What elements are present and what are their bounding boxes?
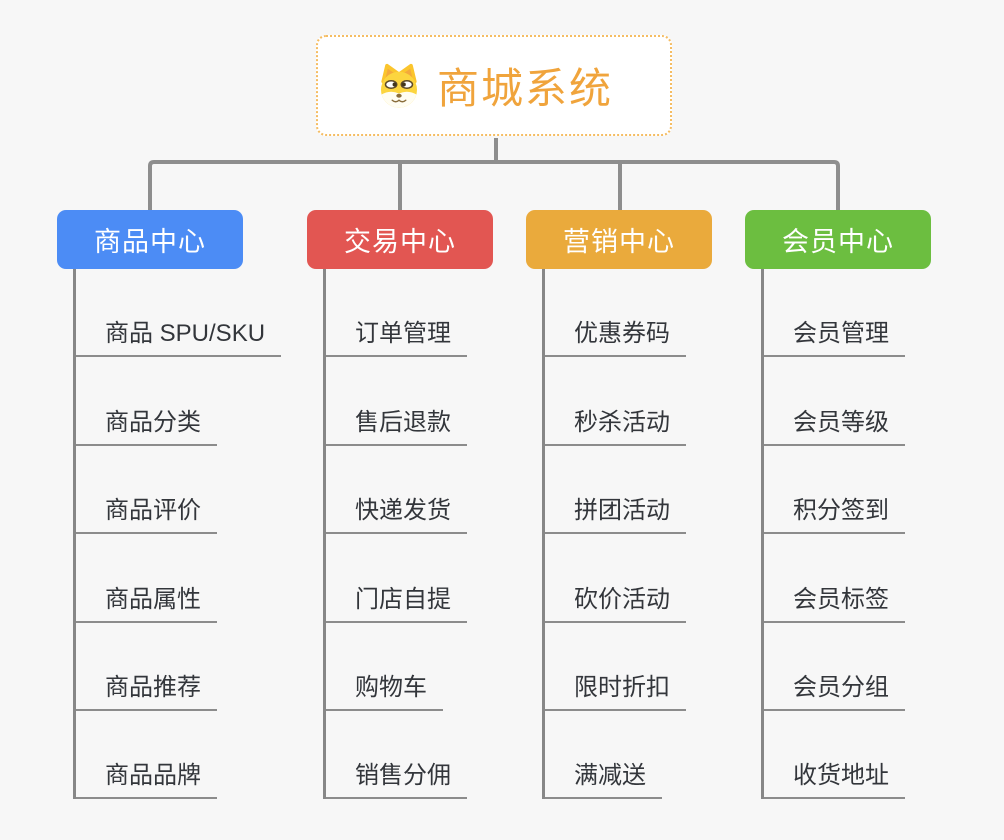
leaf-node[interactable]: 收货地址 bbox=[761, 711, 995, 800]
root-node-mall-system[interactable]: 商城系统 bbox=[316, 35, 672, 136]
leaf-label: 满减送 bbox=[542, 755, 662, 800]
leaf-label: 会员分组 bbox=[761, 667, 905, 711]
leaf-label: 商品品牌 bbox=[73, 755, 217, 800]
branch-3: 营销中心 优惠券码秒杀活动拼团活动砍价活动限时折扣满减送 bbox=[526, 210, 776, 800]
branch-header[interactable]: 会员中心 bbox=[745, 210, 931, 269]
leaf-node[interactable]: 商品品牌 bbox=[73, 711, 307, 800]
leaf-node[interactable]: 商品属性 bbox=[73, 534, 307, 623]
branch-header[interactable]: 交易中心 bbox=[307, 210, 493, 269]
leaf-label: 积分签到 bbox=[761, 490, 905, 535]
leaf-label: 优惠券码 bbox=[542, 313, 686, 358]
branch-children: 会员管理会员等级积分签到会员标签会员分组收货地址 bbox=[761, 269, 995, 800]
leaf-label: 会员等级 bbox=[761, 402, 905, 446]
leaf-node[interactable]: 商品推荐 bbox=[73, 623, 307, 711]
leaf-node[interactable]: 砍价活动 bbox=[542, 534, 776, 623]
leaf-node[interactable]: 秒杀活动 bbox=[542, 357, 776, 446]
leaf-node[interactable]: 门店自提 bbox=[323, 534, 557, 623]
leaf-node[interactable]: 购物车 bbox=[323, 623, 557, 711]
branch-children: 订单管理售后退款快递发货门店自提购物车销售分佣 bbox=[323, 269, 557, 800]
leaf-label: 拼团活动 bbox=[542, 490, 686, 535]
leaf-label: 砍价活动 bbox=[542, 579, 686, 623]
branch-trunk-line bbox=[73, 269, 76, 800]
leaf-label: 订单管理 bbox=[323, 313, 467, 358]
leaf-node[interactable]: 商品分类 bbox=[73, 357, 307, 446]
leaf-node[interactable]: 售后退款 bbox=[323, 357, 557, 446]
branch-2: 交易中心 订单管理售后退款快递发货门店自提购物车销售分佣 bbox=[307, 210, 557, 800]
branch-label: 交易中心 bbox=[344, 227, 456, 257]
branch-trunk-line bbox=[761, 269, 764, 800]
branch-label: 营销中心 bbox=[563, 227, 675, 257]
leaf-node[interactable]: 限时折扣 bbox=[542, 623, 776, 711]
leaf-node[interactable]: 商品 SPU/SKU bbox=[73, 269, 307, 358]
branch-children: 商品 SPU/SKU 商品分类商品评价商品属性商品推荐商品品牌 bbox=[73, 269, 307, 800]
leaf-label: 销售分佣 bbox=[323, 755, 467, 800]
leaf-label: 商品推荐 bbox=[73, 667, 217, 711]
dog-face-icon bbox=[375, 62, 423, 110]
leaf-node[interactable]: 会员分组 bbox=[761, 623, 995, 711]
root-node-label: 商城系统 bbox=[436, 65, 613, 112]
leaf-label: 会员管理 bbox=[761, 313, 905, 358]
leaf-label: 快递发货 bbox=[323, 490, 467, 535]
leaf-node[interactable]: 会员标签 bbox=[761, 534, 995, 623]
leaf-node[interactable]: 销售分佣 bbox=[323, 711, 557, 800]
branch-label: 商品中心 bbox=[94, 227, 206, 257]
leaf-node[interactable]: 快递发货 bbox=[323, 446, 557, 535]
leaf-label: 商品评价 bbox=[73, 490, 217, 535]
leaf-node[interactable]: 商品评价 bbox=[73, 446, 307, 535]
branch-header[interactable]: 商品中心 bbox=[57, 210, 243, 269]
leaf-label: 秒杀活动 bbox=[542, 402, 686, 446]
leaf-node[interactable]: 会员等级 bbox=[761, 357, 995, 446]
leaf-label: 购物车 bbox=[323, 667, 443, 711]
branch-label: 会员中心 bbox=[782, 227, 894, 257]
leaf-node[interactable]: 积分签到 bbox=[761, 446, 995, 535]
leaf-label: 商品分类 bbox=[73, 402, 217, 446]
branch-1: 商品中心 商品 SPU/SKU 商品分类商品评价商品属性商品推荐商品品牌 bbox=[57, 210, 307, 800]
leaf-label: 收货地址 bbox=[761, 755, 905, 800]
leaf-label: 会员标签 bbox=[761, 579, 905, 623]
leaf-node[interactable]: 优惠券码 bbox=[542, 269, 776, 358]
branch-children: 优惠券码秒杀活动拼团活动砍价活动限时折扣满减送 bbox=[542, 269, 776, 800]
branch-trunk-line bbox=[542, 269, 545, 800]
leaf-node[interactable]: 会员管理 bbox=[761, 269, 995, 358]
leaf-label: 商品 SPU/SKU bbox=[73, 313, 282, 358]
leaf-label: 限时折扣 bbox=[542, 667, 686, 711]
branch-header[interactable]: 营销中心 bbox=[526, 210, 712, 269]
leaf-label: 商品属性 bbox=[73, 579, 217, 623]
leaf-node[interactable]: 拼团活动 bbox=[542, 446, 776, 535]
branch-trunk-line bbox=[323, 269, 326, 800]
leaf-node[interactable]: 订单管理 bbox=[323, 269, 557, 358]
leaf-node[interactable]: 满减送 bbox=[542, 711, 776, 800]
branch-4: 会员中心 会员管理会员等级积分签到会员标签会员分组收货地址 bbox=[745, 210, 995, 800]
leaf-label: 门店自提 bbox=[323, 579, 467, 623]
branch-bar-line bbox=[148, 160, 840, 210]
leaf-label: 售后退款 bbox=[323, 402, 467, 446]
